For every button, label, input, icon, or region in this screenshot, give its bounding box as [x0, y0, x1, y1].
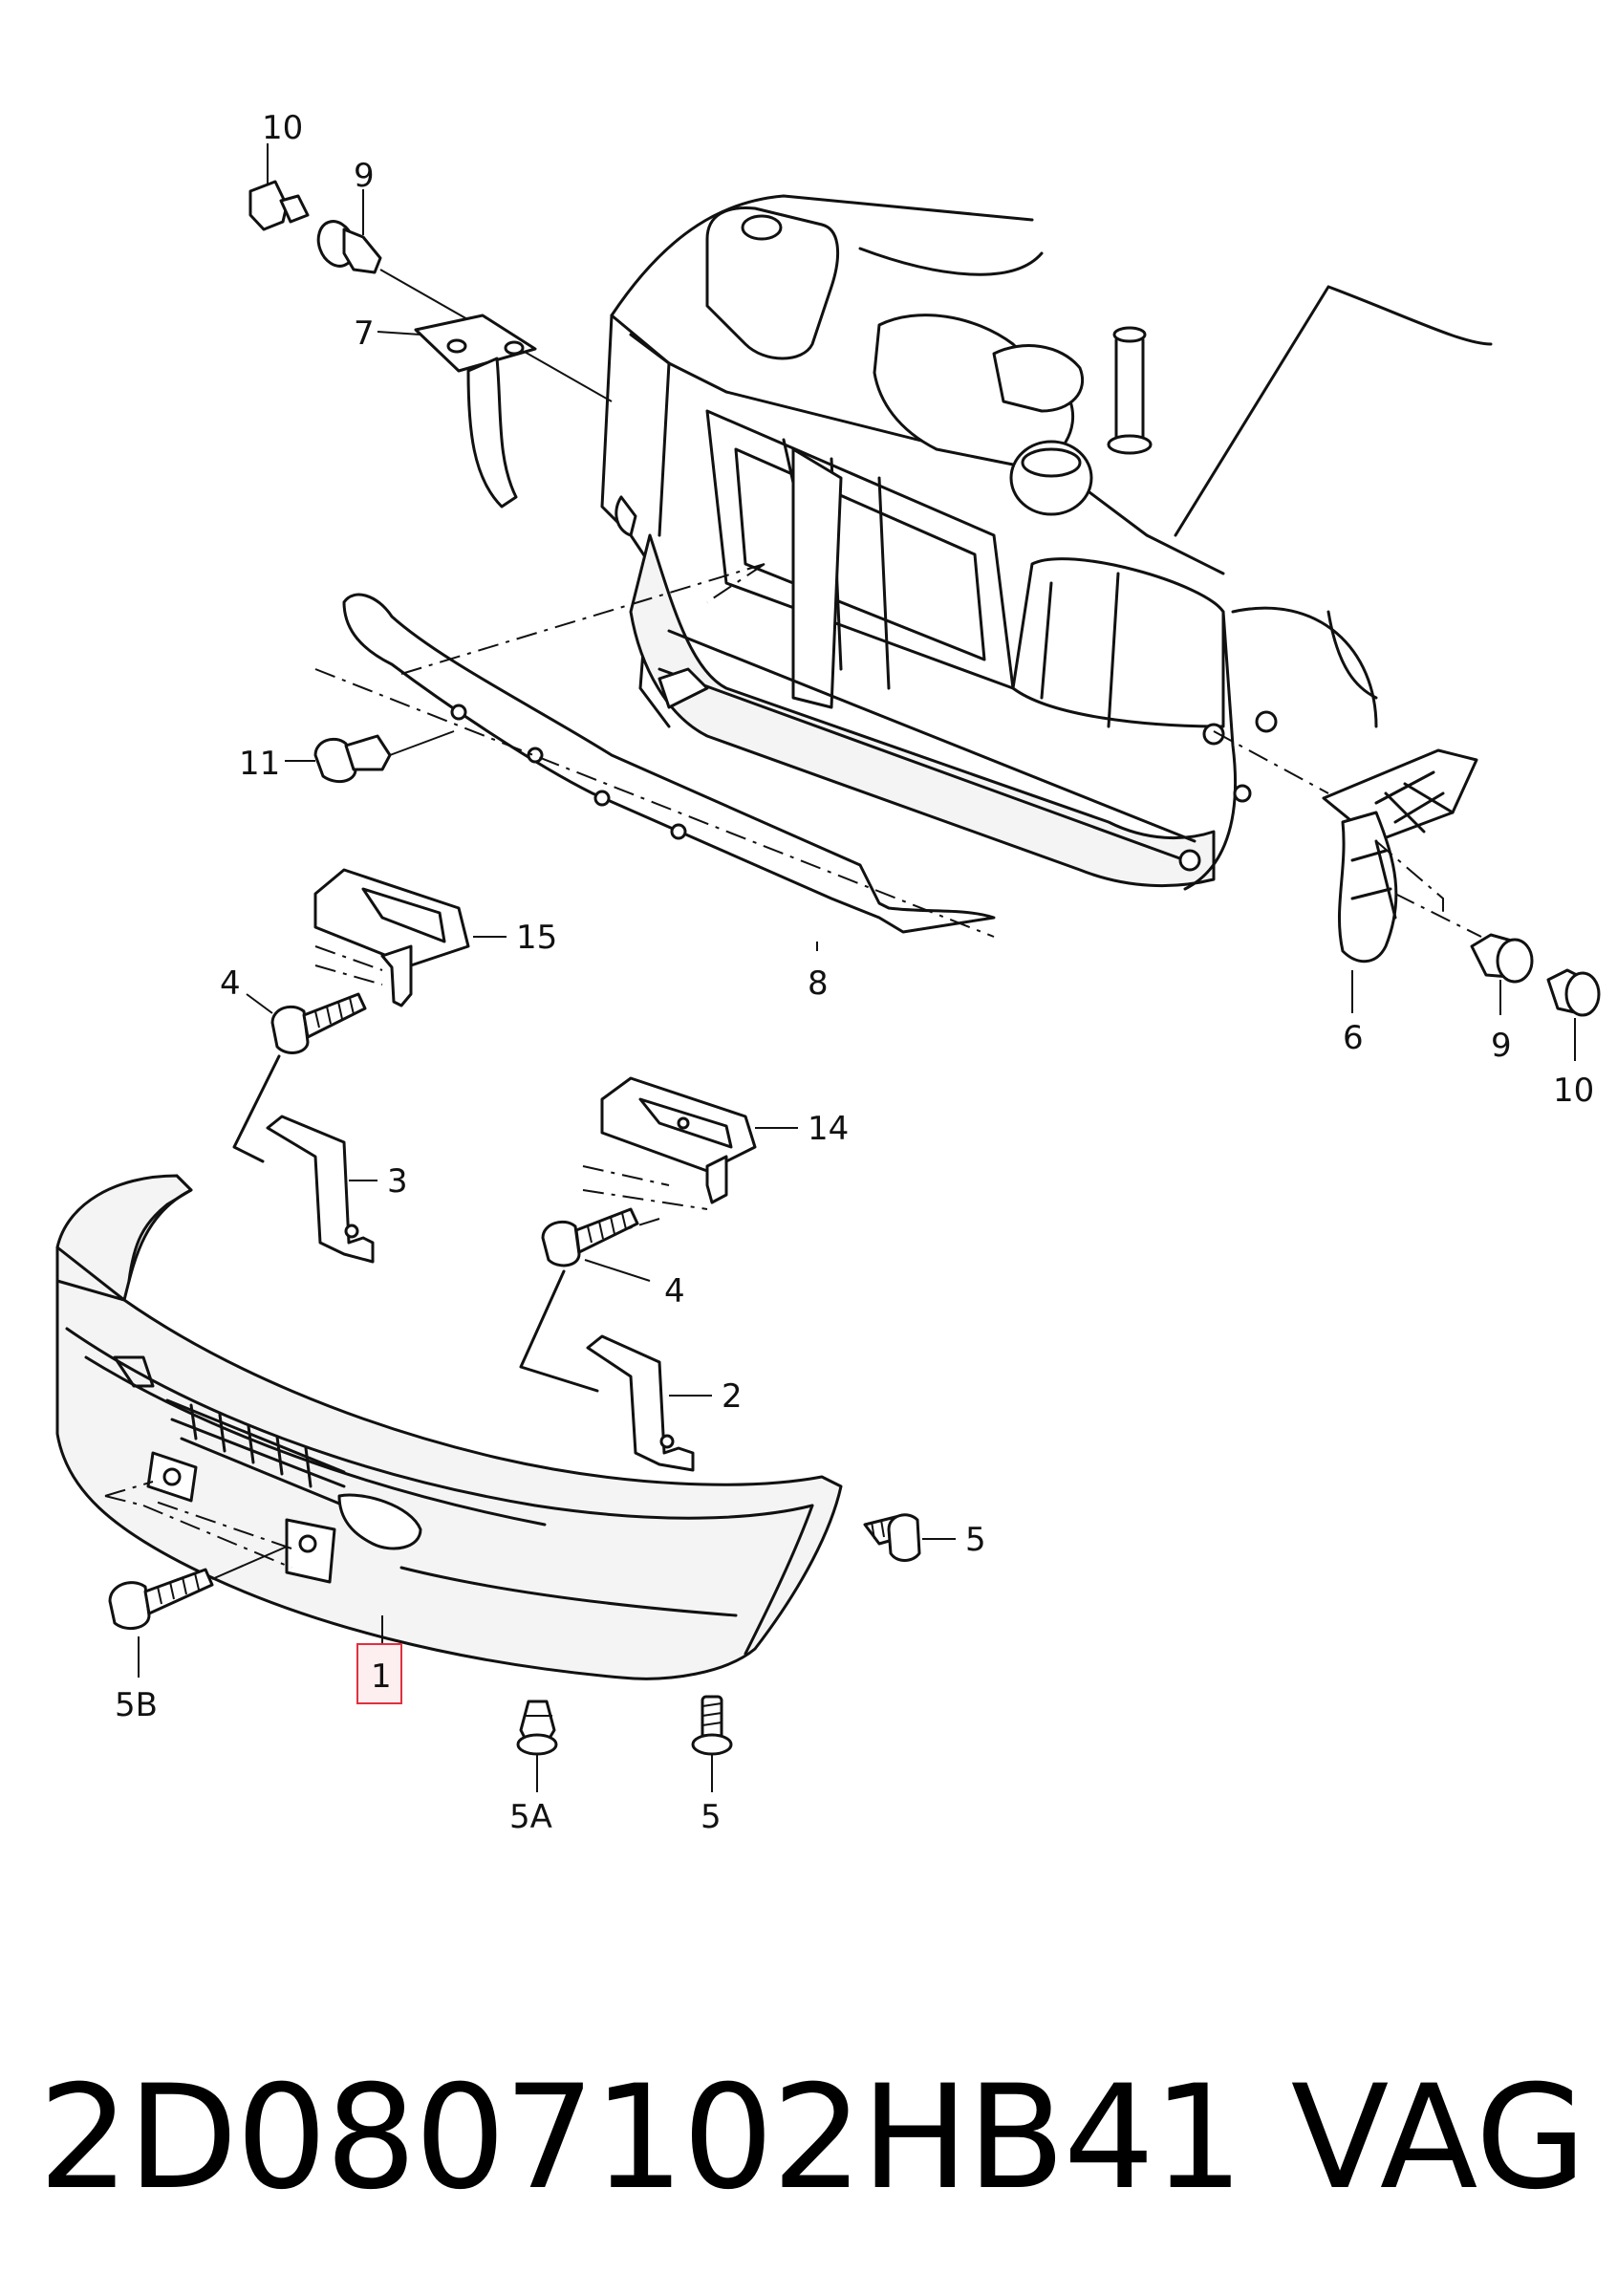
part-14-bracket — [600, 1076, 798, 1204]
callout-10-right: 10 — [1553, 1072, 1594, 1110]
callout-5A: 5A — [509, 1798, 552, 1836]
part-5-screw-right — [863, 1513, 956, 1562]
callout-6: 6 — [1343, 1019, 1364, 1057]
callout-7: 7 — [354, 314, 375, 353]
part-4-bolt-left — [246, 992, 367, 1054]
callout-1: 1 — [371, 1657, 392, 1696]
part-8-lower-bar — [342, 593, 996, 951]
callout-9-right: 9 — [1491, 1027, 1512, 1065]
part-number: 2D0807102HB41 — [38, 2055, 1244, 2221]
vehicle-front-body — [600, 194, 1493, 891]
callout-4-left: 4 — [220, 964, 241, 1003]
part-11-clip — [285, 730, 455, 784]
callout-4-mid: 4 — [664, 1272, 685, 1310]
part-7-bracket-left — [377, 314, 537, 509]
callout-15: 15 — [516, 919, 557, 957]
part-9-grommet-top — [316, 189, 382, 274]
callout-5-bottom: 5 — [701, 1798, 722, 1836]
callout-10-top: 10 — [262, 109, 303, 147]
part-5A-clip — [516, 1700, 558, 1792]
part-1-bumper-cover — [55, 1174, 843, 1680]
part-5-screw-bottom — [691, 1695, 733, 1792]
part-10-clip-top — [248, 143, 310, 231]
callout-5B: 5B — [115, 1686, 158, 1724]
part-9-grommet-right — [1470, 933, 1534, 1015]
part-6-bracket-right — [1322, 748, 1478, 1013]
part-4-bolt-mid — [541, 1207, 651, 1282]
callout-5-right: 5 — [965, 1521, 986, 1559]
part-2-bracket — [586, 1334, 712, 1472]
callout-8: 8 — [808, 964, 829, 1003]
highlight-box — [356, 1643, 402, 1704]
callout-2: 2 — [722, 1377, 743, 1416]
part-10-clip-right — [1546, 968, 1601, 1061]
part-15-bracket — [313, 868, 507, 1007]
callout-3: 3 — [387, 1162, 408, 1201]
callout-9-top: 9 — [354, 157, 375, 195]
brand-label: VAG — [1290, 2055, 1586, 2221]
callout-14: 14 — [808, 1110, 849, 1148]
footer: 2D0807102HB41 VAG — [38, 2055, 1586, 2246]
callout-11: 11 — [239, 745, 280, 783]
part-5B-bolt — [108, 1546, 288, 1678]
part-3-bracket — [266, 1115, 377, 1264]
